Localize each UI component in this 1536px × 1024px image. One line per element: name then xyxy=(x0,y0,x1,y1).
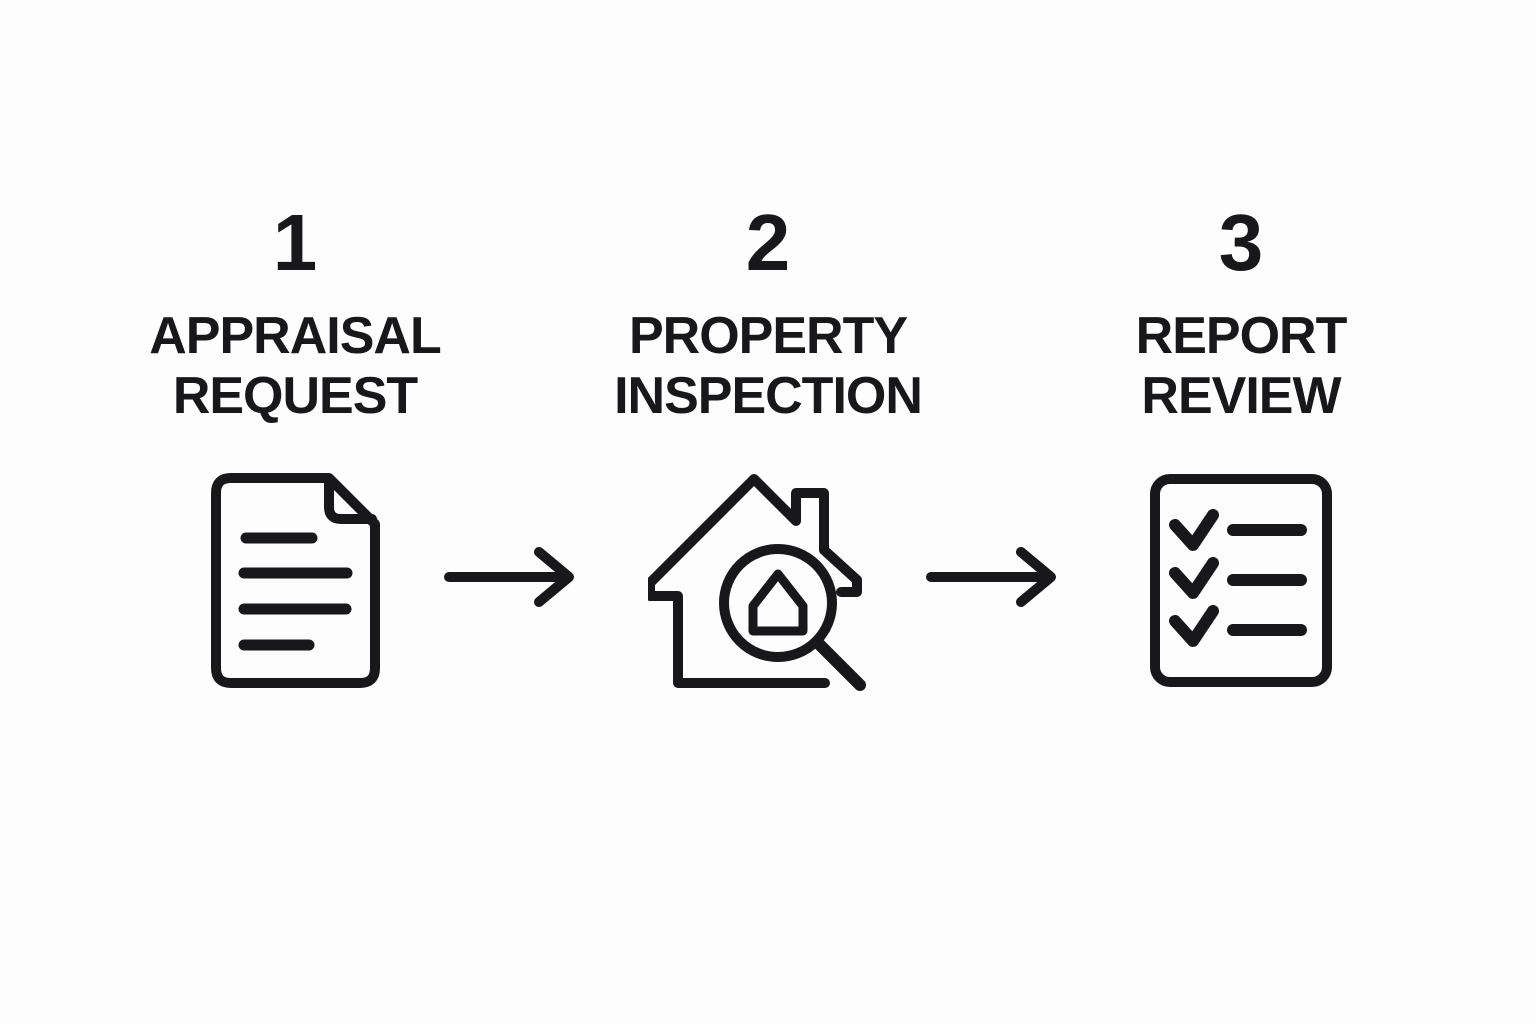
document-icon xyxy=(210,473,380,688)
step-icon-wrap xyxy=(528,473,988,701)
step-property-inspection: 2 PROPERTY INSPECTION xyxy=(538,203,998,701)
step-title-line: REVIEW xyxy=(1141,367,1341,425)
step-title-line: INSPECTION xyxy=(614,367,923,425)
arrow-right-icon xyxy=(444,547,574,607)
step-title: APPRAISAL REQUEST xyxy=(65,306,525,426)
house-magnifier-icon xyxy=(648,474,866,691)
step-title-line: PROPERTY xyxy=(628,307,908,365)
step-number: 2 xyxy=(745,198,791,287)
step-appraisal-request: 1 APPRAISAL REQUEST xyxy=(65,203,525,688)
step-title-line: APPRAISAL xyxy=(149,307,441,365)
step-icon-wrap xyxy=(1011,473,1471,689)
arrow-right-icon xyxy=(926,547,1056,607)
step-report-review: 3 REPORT REVIEW xyxy=(1011,203,1471,689)
step-icon-wrap xyxy=(65,473,525,688)
step-number: 3 xyxy=(1218,198,1264,287)
step-title: PROPERTY INSPECTION xyxy=(538,306,998,426)
step-title-line: REQUEST xyxy=(172,367,418,425)
step-number: 1 xyxy=(272,198,318,287)
step-title: REPORT REVIEW xyxy=(1011,306,1471,426)
step-title-line: REPORT xyxy=(1135,307,1348,365)
checklist-icon xyxy=(1149,474,1332,687)
